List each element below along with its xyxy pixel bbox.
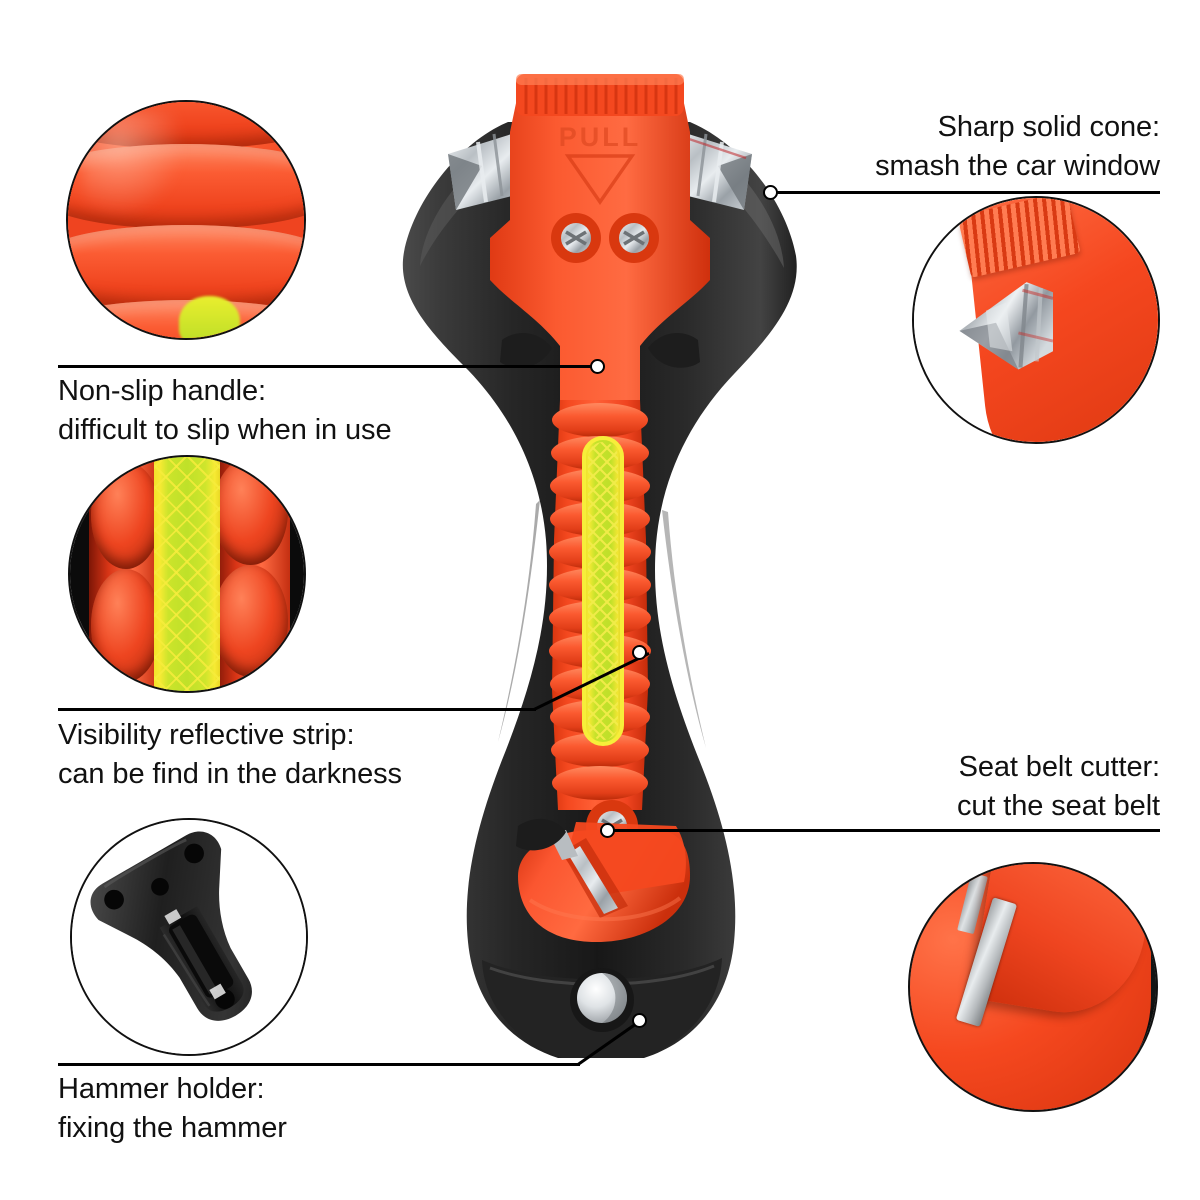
callout-description-seat-belt-cutter: cut the seat belt: [956, 790, 1160, 822]
orange-grip-photo: [68, 102, 304, 338]
callout-description-non-slip-handle: difficult to slip when in use: [58, 414, 392, 446]
callout-description-hammer-holder: fixing the hammer: [58, 1112, 287, 1144]
leader-dot-reflective-strip: [632, 645, 647, 660]
pull-tab-ribs: [516, 74, 684, 116]
leader-dot-sharp-solid-cone: [763, 185, 778, 200]
callout-description-sharp-solid-cone: smash the car window: [875, 150, 1160, 182]
inset-belt-cutter-closeup: [908, 862, 1158, 1112]
belt-cutter-photo: [910, 864, 1156, 1110]
callout-hammer-holder: Hammer holder: fixing the hammer: [58, 1070, 518, 1148]
pull-embossed-text: PULL: [559, 122, 642, 152]
leader-line-reflective-strip: [58, 708, 536, 711]
hammer-holder-photo: [72, 820, 306, 1054]
leader-dot-seat-belt-cutter: [600, 823, 615, 838]
leader-dot-hammer-holder: [632, 1013, 647, 1028]
callout-non-slip-handle: Non-slip handle: difficult to slip when …: [58, 372, 578, 450]
reflective-strip-photo: [70, 457, 304, 691]
inset-hammer-holder-bracket: [70, 818, 308, 1056]
leader-line-non-slip-handle: [58, 365, 598, 368]
leader-line-hammer-holder: [58, 1063, 580, 1066]
hammer-holder-button: [570, 968, 634, 1032]
product-image-escape-hammer: PULL: [390, 70, 810, 1080]
hammer-grip-orange: [549, 400, 651, 810]
inset-orange-grip-closeup: [66, 100, 306, 340]
chrome-cone-photo: [914, 198, 1158, 442]
callout-description-reflective-strip: can be find in the darkness: [58, 758, 402, 790]
callout-title-non-slip-handle: Non-slip handle:: [58, 375, 266, 407]
inset-chrome-cone-closeup: [912, 196, 1160, 444]
callout-reflective-strip: Visibility reflective strip: can be find…: [58, 716, 598, 794]
inset-reflective-strip-closeup: [68, 455, 306, 693]
callout-title-sharp-solid-cone: Sharp solid cone:: [937, 111, 1160, 143]
head-screws: [551, 213, 659, 263]
callout-title-seat-belt-cutter: Seat belt cutter:: [958, 751, 1161, 783]
leader-line-seat-belt-cutter: [612, 829, 1160, 832]
callout-sharp-solid-cone: Sharp solid cone: smash the car window: [760, 108, 1160, 186]
callout-title-hammer-holder: Hammer holder:: [58, 1073, 265, 1105]
leader-dot-non-slip-handle: [590, 359, 605, 374]
leader-line-sharp-solid-cone: [770, 191, 1160, 194]
reflective-strip: [582, 436, 624, 746]
callout-title-reflective-strip: Visibility reflective strip:: [58, 719, 355, 751]
callout-seat-belt-cutter: Seat belt cutter: cut the seat belt: [760, 748, 1160, 826]
hammer-head-orange: PULL: [490, 74, 710, 410]
